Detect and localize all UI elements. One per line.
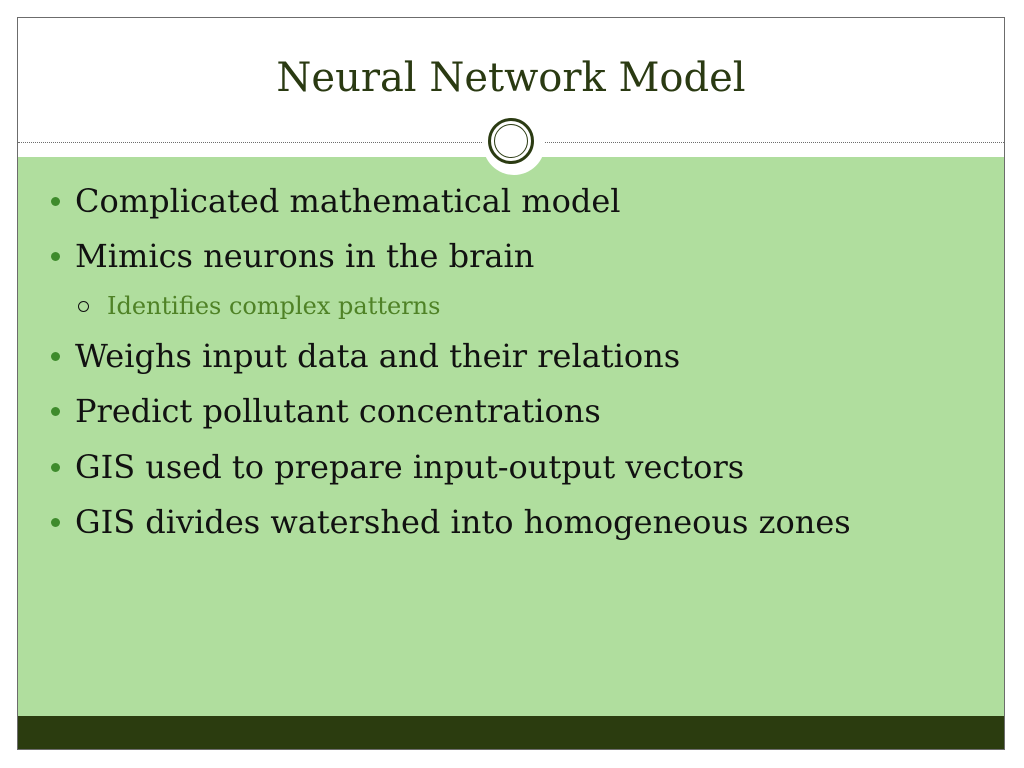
bullet-text: Complicated mathematical model (75, 182, 621, 220)
bullet-text: Predict pollutant concentrations (75, 392, 601, 430)
bullet-dot-icon (51, 518, 60, 527)
bullet-text: GIS divides watershed into homogeneous z… (75, 503, 851, 541)
slide: Neural Network Model Complicated mathema… (17, 17, 1005, 750)
sub-bullet-text: Identifies complex patterns (107, 292, 441, 320)
circle-ornament-inner-ring (494, 124, 528, 158)
bullet-text: GIS used to prepare input-output vectors (75, 448, 745, 486)
footer-band (18, 716, 1004, 749)
bullet-text: Weighs input data and their relations (75, 337, 681, 375)
bullet-dot-icon (51, 407, 60, 416)
bullet-dot-icon (51, 197, 60, 206)
sub-bullet-ring-icon (78, 301, 89, 312)
bullet-dot-icon (51, 352, 60, 361)
bullet-dot-icon (51, 252, 60, 261)
bullet-dot-icon (51, 463, 60, 472)
bullet-text: Mimics neurons in the brain (75, 237, 535, 275)
slide-title: Neural Network Model (276, 55, 746, 101)
content-area: Complicated mathematical model Mimics ne… (18, 157, 1004, 716)
